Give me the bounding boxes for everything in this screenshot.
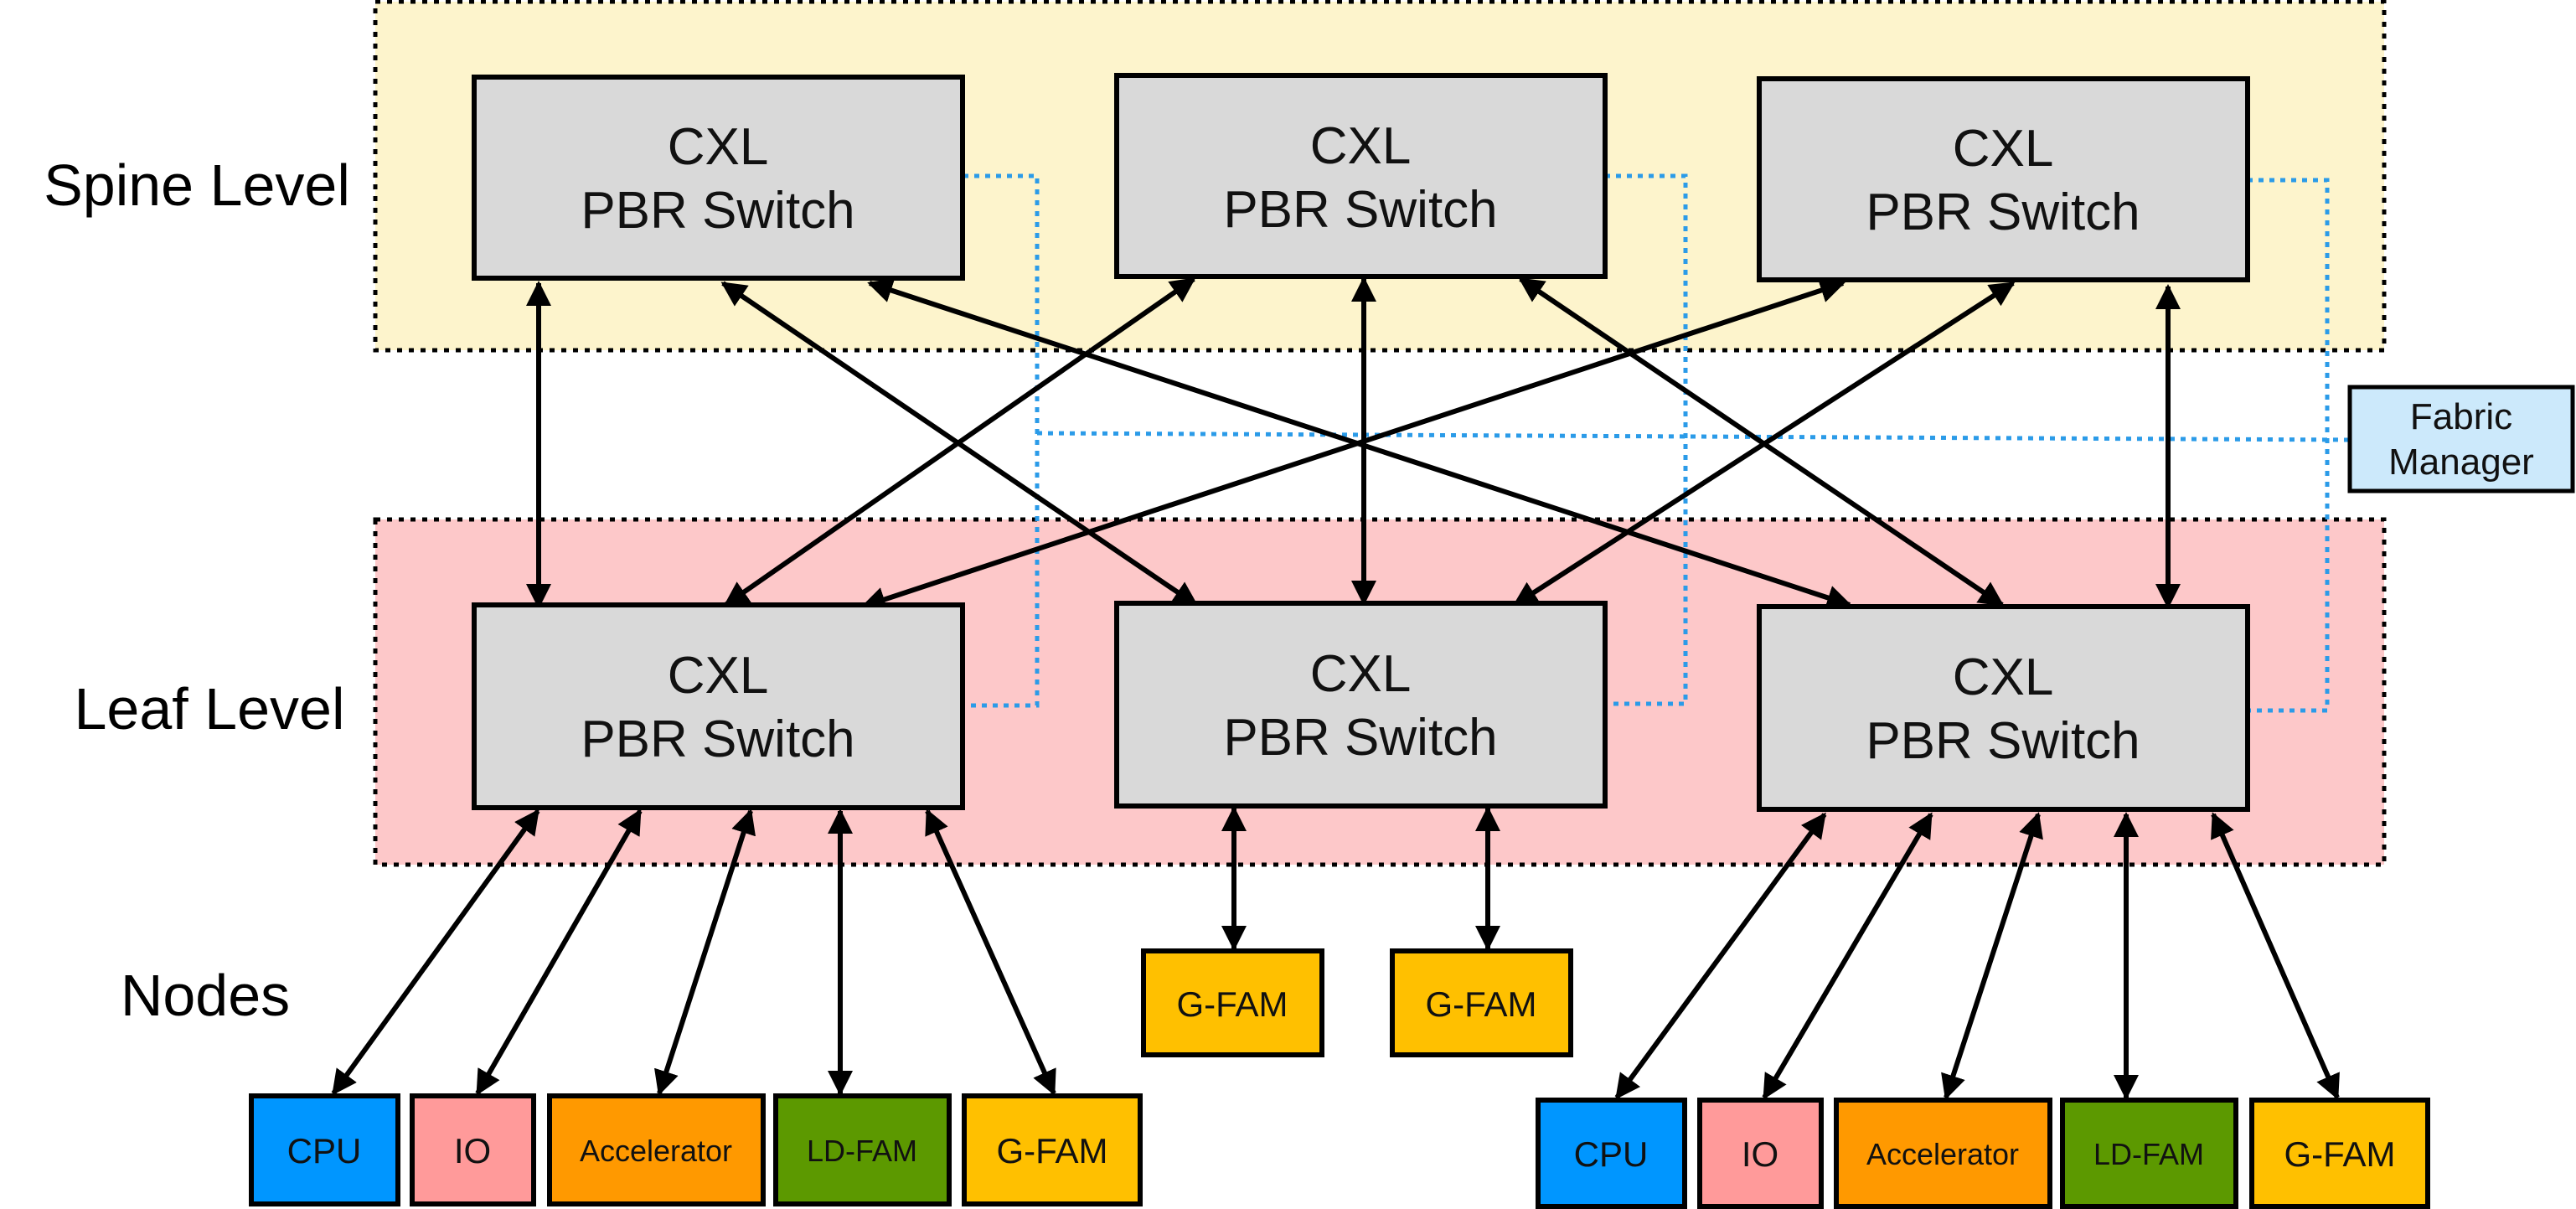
node-ld-fam-1: LD-FAM (773, 1093, 952, 1206)
link-l1-accelerator (654, 809, 756, 1096)
nodes-label: Nodes (121, 963, 290, 1028)
node-g-fam-3: G-FAM (1390, 948, 1573, 1057)
spine-level-label: Spine Level (44, 152, 350, 218)
node-io-1: IO (410, 1093, 536, 1206)
switch-label-line1: CXL (1953, 648, 2054, 706)
node-label: G-FAM (1177, 984, 1288, 1024)
node-g-fam-4: G-FAM (2249, 1098, 2430, 1209)
link-l3-g-fam (2211, 812, 2340, 1100)
node-label: G-FAM (1426, 984, 1537, 1024)
switch-label-line2: PBR Switch (1223, 181, 1497, 239)
switch-label-line2: PBR Switch (581, 710, 854, 768)
node-label: IO (1742, 1134, 1778, 1174)
node-cpu-2: CPU (1536, 1098, 1687, 1209)
leaf-node-links (331, 806, 2340, 1100)
node-accelerator-2: Accelerator (1834, 1098, 2052, 1209)
node-cpu-1: CPU (249, 1093, 400, 1206)
spine-switch-1: CXL PBR Switch (472, 75, 965, 281)
leaf-switch-3: CXL PBR Switch (1757, 604, 2250, 812)
node-label: LD-FAM (807, 1134, 917, 1168)
fabric-manager-line1: Fabric (2410, 396, 2512, 437)
node-accelerator-1: Accelerator (547, 1093, 766, 1206)
link-l1-io (475, 809, 643, 1096)
fabric-manager: Fabric Manager (2347, 385, 2575, 493)
switch-label-line1: CXL (1953, 120, 2054, 178)
node-ld-fam-2: LD-FAM (2060, 1098, 2238, 1209)
switch-label-line2: PBR Switch (581, 182, 854, 240)
node-label: Accelerator (580, 1134, 732, 1168)
leaf-switch-2: CXL PBR Switch (1114, 601, 1608, 809)
switch-label-line2: PBR Switch (1866, 712, 2140, 770)
spine-leaf-links (526, 276, 2181, 612)
switch-label-line1: CXL (668, 118, 769, 176)
link-l3-accelerator (1941, 812, 2043, 1100)
node-g-fam-2: G-FAM (1141, 948, 1324, 1057)
node-g-fam-1: G-FAM (962, 1093, 1143, 1206)
switch-label-line1: CXL (1310, 117, 1412, 175)
switch-label-line1: CXL (668, 647, 769, 705)
leaf-switch-1: CXL PBR Switch (472, 602, 965, 810)
node-label: G-FAM (2284, 1134, 2396, 1174)
node-label: IO (454, 1131, 491, 1170)
switch-label-line2: PBR Switch (1223, 709, 1497, 767)
switch-label-line1: CXL (1310, 645, 1412, 703)
node-label: LD-FAM (2093, 1137, 2204, 1171)
spine-switch-2: CXL PBR Switch (1114, 73, 1608, 279)
fabric-manager-line2: Manager (2388, 442, 2534, 483)
link-l1-g-fam (925, 809, 1056, 1096)
leaf-level-label: Leaf Level (74, 676, 344, 741)
mgmt-link-bus (1036, 431, 2351, 442)
node-label: CPU (287, 1131, 362, 1170)
switch-label-line2: PBR Switch (1866, 183, 2140, 241)
node-io-2: IO (1697, 1098, 1824, 1209)
node-label: Accelerator (1866, 1137, 2019, 1171)
link-s3-l2 (1512, 281, 2016, 607)
node-label: G-FAM (997, 1131, 1108, 1170)
node-label: CPU (1574, 1134, 1649, 1174)
spine-switch-3: CXL PBR Switch (1757, 76, 2250, 282)
link-l3-io (1762, 812, 1933, 1100)
